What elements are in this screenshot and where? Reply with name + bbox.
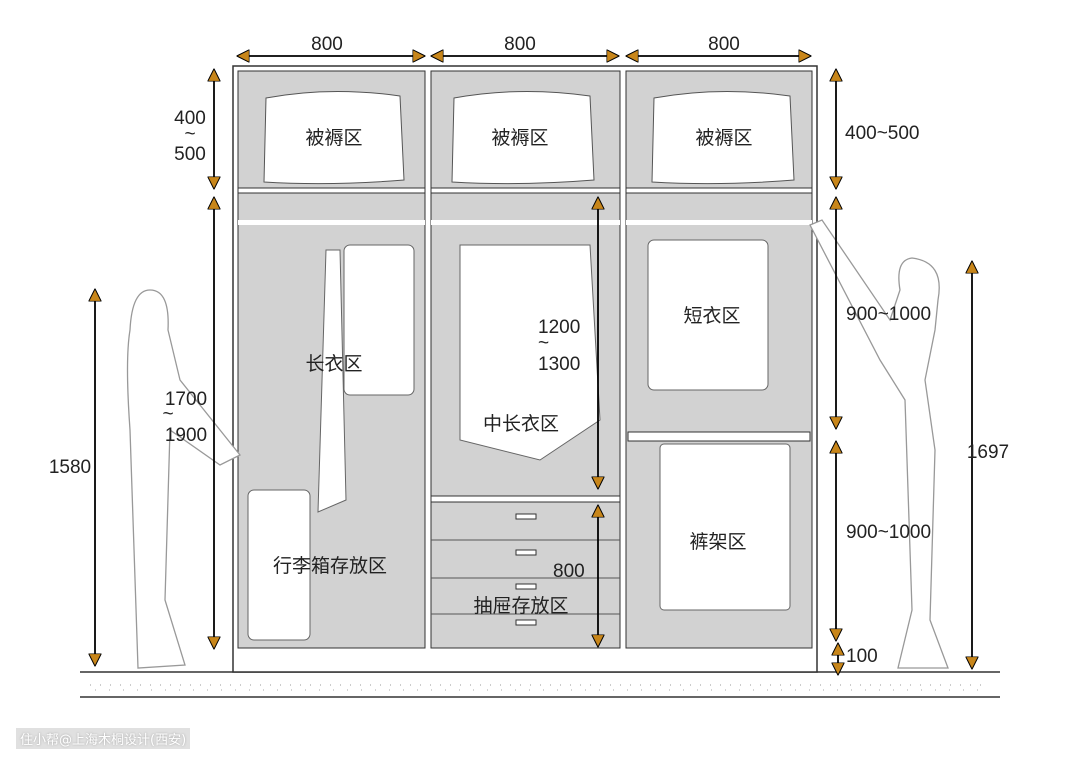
dim-base: 100 [846,646,878,667]
dim-top-left-b: 500 [174,144,206,165]
dim-mid-tilde: ~ [538,333,549,354]
clothes [247,239,791,641]
person-man [809,219,949,669]
zone-long-clothes: 长衣区 [305,353,362,375]
dim-top-left-tilde: ~ [184,124,195,145]
width-label-left: 800 [311,34,343,55]
zone-bedding-right: 被褥区 [695,127,752,149]
width-label-middle: 800 [504,34,536,55]
person-woman [126,289,242,669]
dim-mid-a: 1200 [538,317,580,338]
dim-man-height: 1697 [967,442,1009,463]
dim-short-right: 900~1000 [846,304,931,325]
ground [80,671,1000,698]
watermark: 住小帮@上海木桐设计(西安) [16,728,191,749]
zone-bedding-left: 被褥区 [305,127,362,149]
dim-drawer: 800 [553,561,585,582]
zone-trousers: 裤架区 [689,531,746,553]
dim-trouser-right: 900~1000 [846,522,931,543]
dim-top-left-a: 400 [174,108,206,129]
bedding-stacks [263,90,795,185]
zone-mid-long-clothes: 中长衣区 [483,413,559,435]
width-label-right: 800 [708,34,740,55]
dim-woman-height: 1580 [49,457,91,478]
zone-drawers: 抽屉存放区 [473,595,568,617]
zone-short-clothes: 短衣区 [683,305,740,327]
dim-long-b: 1900 [165,425,207,446]
dim-long-tilde: ~ [162,404,173,425]
dim-mid-b: 1300 [538,354,580,375]
dimension-arrows [95,56,972,674]
zone-bedding-middle: 被褥区 [491,127,548,149]
dim-long-a: 1700 [165,389,207,410]
dim-top-right: 400~500 [845,123,920,144]
zone-luggage: 行李箱存放区 [273,555,387,577]
